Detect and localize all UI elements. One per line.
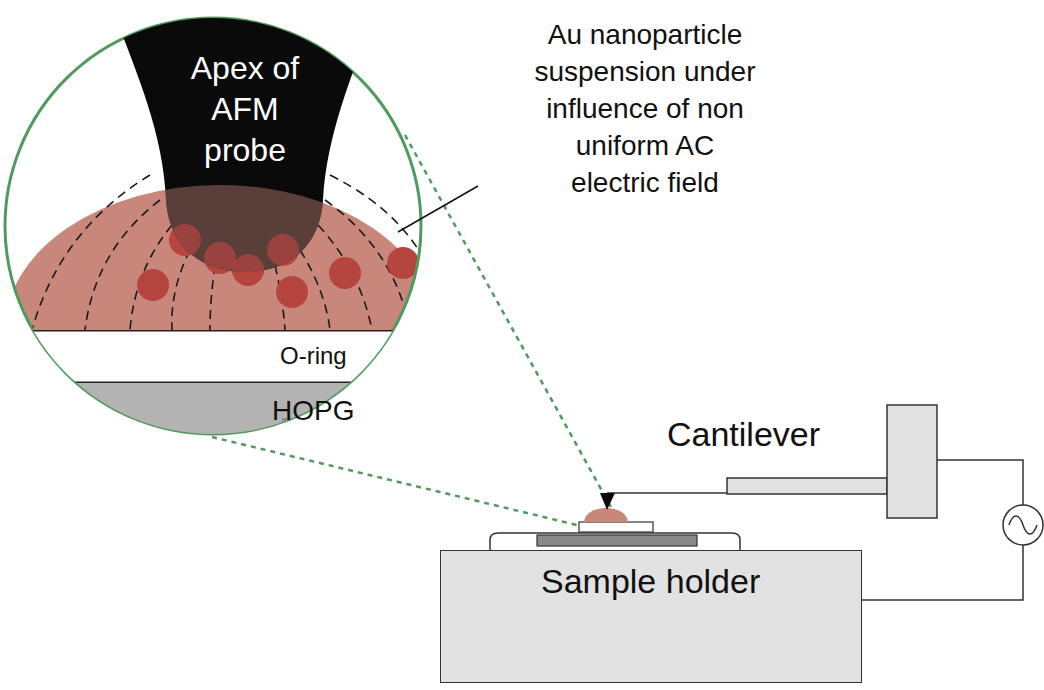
nanoparticle (267, 234, 299, 266)
field-line (32, 175, 150, 330)
node-label: Apex of AFM probe (180, 48, 310, 171)
band-edge (5, 382, 423, 384)
cantilever-holder (887, 405, 937, 518)
part-label: Cantilever (667, 414, 820, 454)
node-shape (5, 383, 423, 439)
ac-source-symbol (1003, 505, 1043, 545)
zoom-guide-line (212, 437, 585, 527)
wire (862, 545, 1023, 600)
leader-line (398, 186, 478, 232)
o-ring-layer: O-ring (5, 330, 423, 383)
nanoparticle-overlay (267, 234, 299, 266)
callout-text: Au nanoparticle suspension under influen… (531, 16, 759, 201)
band-patch (282, 418, 357, 437)
hopg-small (537, 535, 697, 546)
nanoparticle-overlay (387, 247, 419, 279)
nanoparticle-overlay (329, 257, 361, 289)
field-line (330, 175, 440, 300)
probe-tip-small (600, 493, 615, 510)
sample-holder-box: Sample holder (440, 550, 862, 683)
nanoparticle (137, 269, 169, 301)
afm-probe-apex: Apex of AFM probe (105, 10, 385, 275)
node-label: Sample holder (541, 561, 760, 601)
band-edge (5, 330, 423, 332)
droplet-small (584, 508, 628, 522)
nanoparticle-overlay (137, 269, 169, 301)
ac-sine (1009, 516, 1037, 534)
cantilever-arm (607, 492, 727, 494)
field-line (318, 225, 372, 330)
node-label: HOPG (272, 395, 354, 427)
nanoparticle (232, 254, 264, 286)
node-label: O-ring (280, 342, 347, 370)
o-ring-small (579, 522, 653, 532)
nanoparticle-overlay (232, 254, 264, 286)
droplet (5, 185, 435, 330)
cantilever-body (727, 478, 887, 494)
field-line (85, 200, 160, 330)
nanoparticle (329, 257, 361, 289)
label-anchor: Au nanoparticle suspension under influen… (531, 16, 759, 201)
band-fill (5, 383, 423, 439)
nanoparticle (204, 242, 236, 274)
hopg-layer: HOPG (5, 383, 423, 439)
field-line (130, 225, 172, 330)
zoom-contents (5, 175, 440, 330)
sample-stage (490, 533, 740, 551)
nanoparticle-overlay (204, 242, 236, 274)
field-line (172, 250, 190, 330)
nanoparticle (276, 276, 308, 308)
nanoparticle-overlay (276, 276, 308, 308)
band-fill (5, 330, 423, 383)
droplet-overlay (5, 185, 435, 330)
nanoparticle-overlay (169, 224, 201, 256)
node-shape (5, 330, 423, 383)
nanoparticle (169, 224, 201, 256)
field-line (210, 265, 215, 330)
wire (937, 460, 1023, 505)
label-anchor: Cantilever (667, 414, 820, 454)
